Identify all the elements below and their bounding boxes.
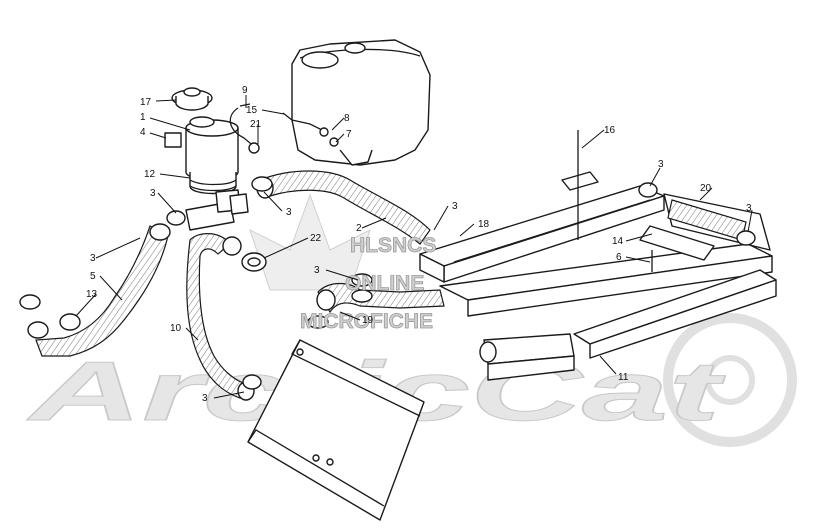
hose-clamp bbox=[241, 252, 267, 272]
callout-11: 11 bbox=[618, 372, 629, 383]
callout-2: 2 bbox=[356, 223, 362, 234]
callout-3: 3 bbox=[90, 253, 96, 264]
callout-16: 16 bbox=[604, 125, 616, 136]
callout-20: 20 bbox=[700, 183, 712, 194]
callout-1: 1 bbox=[140, 112, 146, 123]
callout-19: 19 bbox=[362, 315, 374, 326]
callout-5: 5 bbox=[90, 271, 96, 282]
watermark-line-1: HLSNCS bbox=[350, 234, 436, 257]
callout-3: 3 bbox=[314, 265, 320, 276]
callout-3: 3 bbox=[286, 207, 292, 218]
watermark-line-2: ONLINE bbox=[345, 272, 424, 295]
watermark: HLSNCS ONLINE MICROFICHE bbox=[300, 234, 437, 334]
callout-3: 3 bbox=[150, 188, 156, 199]
callout-3: 3 bbox=[452, 201, 458, 212]
callout-3: 3 bbox=[658, 159, 664, 170]
pressure-cap bbox=[171, 87, 213, 111]
mounting-plate bbox=[247, 339, 425, 521]
callout-15: 15 bbox=[246, 105, 258, 116]
callout-17: 17 bbox=[140, 97, 152, 108]
callout-8: 8 bbox=[344, 113, 350, 124]
callouts: 17 9 15 1 21 8 4 7 16 12 3 3 3 3 20 3 2 … bbox=[86, 85, 752, 404]
callout-14: 14 bbox=[612, 236, 624, 247]
callout-3: 3 bbox=[202, 393, 208, 404]
callout-18: 18 bbox=[478, 219, 490, 230]
hose-19 bbox=[307, 273, 445, 329]
t-fitting bbox=[185, 189, 249, 231]
watermark-line-3: MICROFICHE bbox=[300, 310, 433, 333]
callout-6: 6 bbox=[616, 252, 622, 263]
callout-22: 22 bbox=[310, 233, 322, 244]
callout-21: 21 bbox=[250, 119, 262, 130]
callout-3: 3 bbox=[746, 203, 752, 214]
hose-5 bbox=[27, 223, 171, 357]
callout-7: 7 bbox=[346, 129, 352, 140]
bracket-wire bbox=[229, 103, 339, 154]
leader-lines bbox=[75, 95, 753, 399]
callout-13: 13 bbox=[86, 289, 98, 300]
heat-exchanger bbox=[419, 130, 777, 381]
clamps bbox=[19, 176, 756, 390]
callout-12: 12 bbox=[144, 169, 156, 180]
overflow-tank bbox=[291, 39, 431, 166]
callout-4: 4 bbox=[140, 127, 146, 138]
filler-neck-bottle bbox=[164, 116, 239, 195]
callout-9: 9 bbox=[242, 85, 248, 96]
callout-10: 10 bbox=[170, 323, 182, 334]
